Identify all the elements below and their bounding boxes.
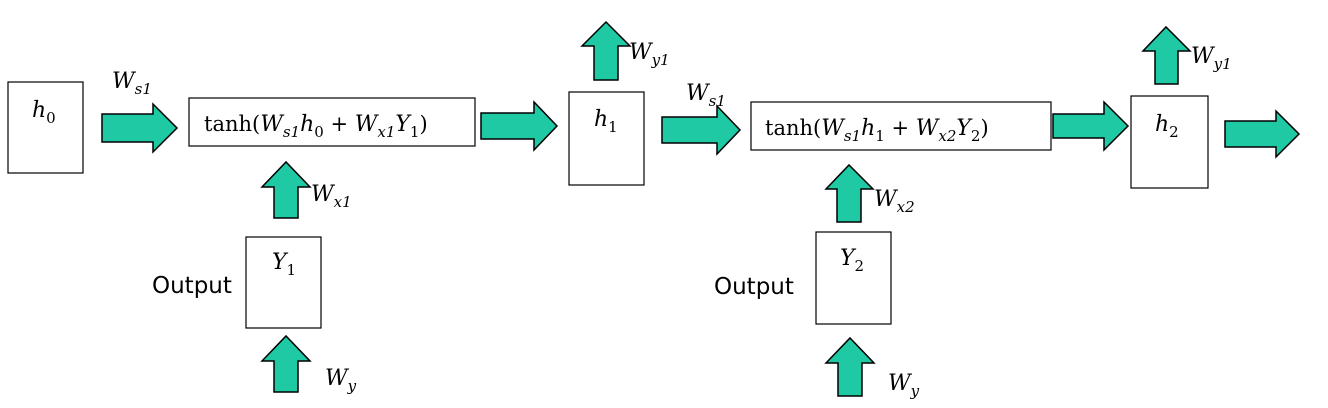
output-label-y2: Y2 (840, 246, 864, 275)
up-arrow-icon (580, 20, 632, 81)
right-arrow-icon (1224, 109, 1301, 159)
state-box-h0 (7, 81, 84, 174)
state-box-h2 (1130, 95, 1209, 189)
state-label-h0: h0 (32, 98, 56, 127)
up-arrow-icon (824, 336, 876, 397)
weight-label-wx2: Wx2 (874, 187, 915, 216)
weight-label-wy-b: Wy (888, 371, 920, 400)
weight-label-wy1-b: Wy1 (1191, 44, 1232, 73)
right-arrow-icon (1052, 100, 1130, 152)
up-arrow-icon (260, 160, 312, 219)
up-arrow-icon (260, 334, 312, 393)
weight-label-ws1-b: Ws1 (686, 81, 726, 110)
right-arrow-icon (101, 102, 179, 154)
output-box-y2 (815, 231, 892, 325)
state-box-h1 (568, 91, 645, 186)
output-caption-2: Output (714, 274, 794, 300)
state-label-h2: h2 (1155, 112, 1179, 141)
right-arrow-icon (480, 100, 559, 152)
weight-label-ws1-a: Ws1 (112, 69, 152, 98)
up-arrow-icon (1141, 25, 1192, 85)
formula-box-2 (750, 101, 1052, 151)
output-caption-1: Output (152, 273, 232, 299)
formula-text-1: tanh(Ws1h0 + Wx1Y1) (204, 112, 428, 141)
output-box-y1 (245, 236, 322, 329)
output-label-y1: Y1 (272, 250, 296, 279)
weight-label-wx1: Wx1 (311, 182, 352, 211)
right-arrow-icon (661, 104, 742, 156)
weight-label-wy1-a: Wy1 (629, 40, 670, 69)
weight-label-wy-a: Wy (325, 366, 357, 395)
formula-text-2: tanh(Ws1h1 + Wx2Y2) (765, 116, 989, 145)
up-arrow-icon (824, 163, 875, 223)
formula-box-1 (188, 97, 476, 147)
state-label-h1: h1 (594, 107, 618, 136)
